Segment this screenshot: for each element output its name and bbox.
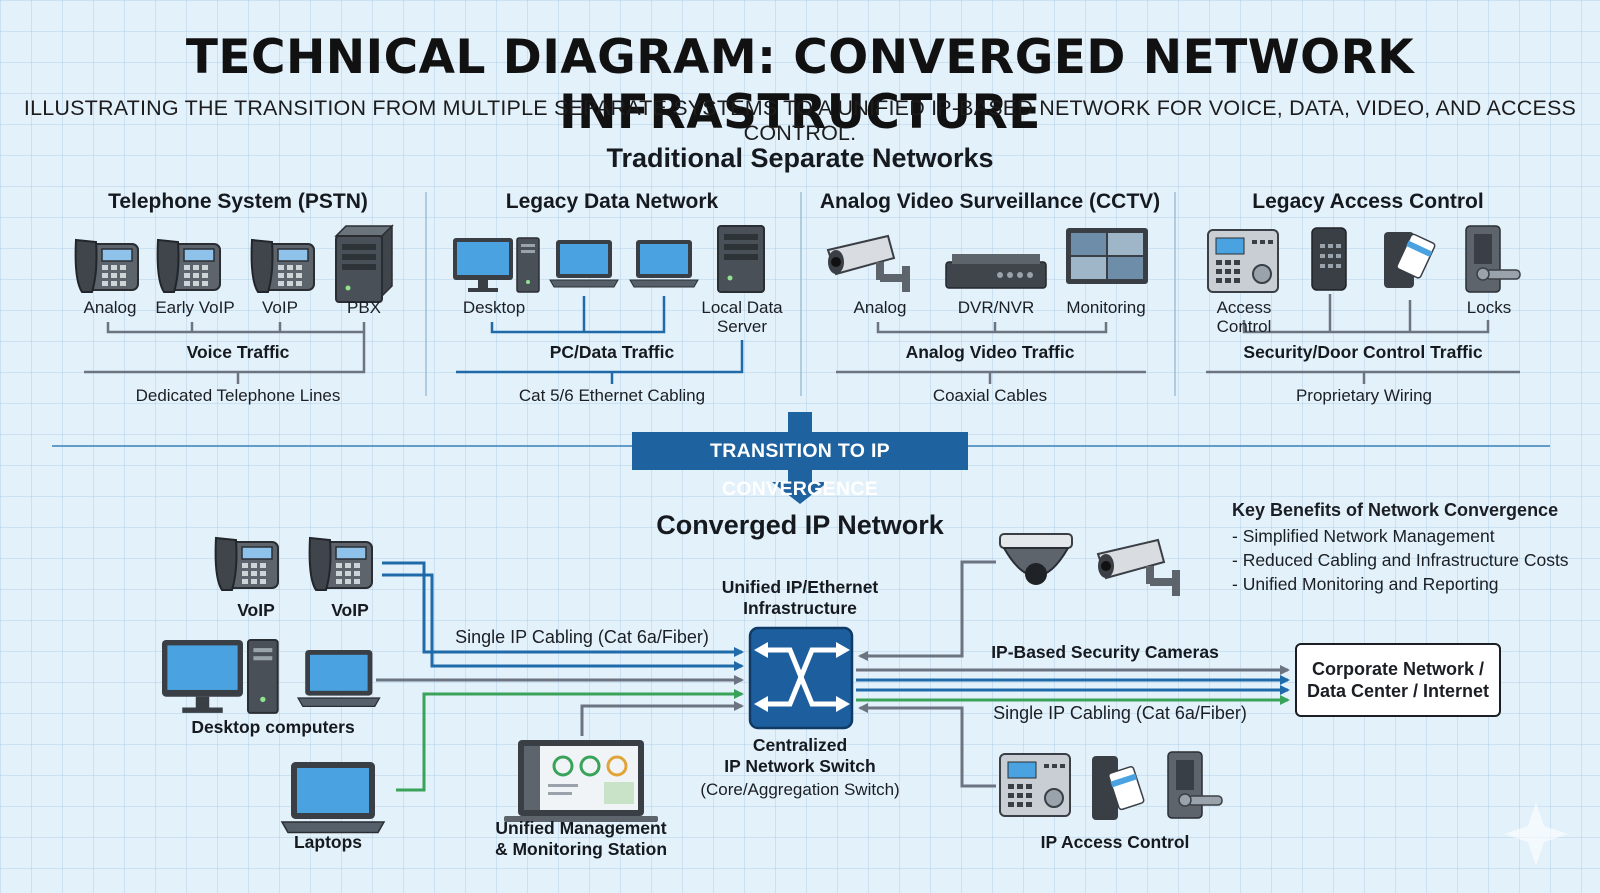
access-control-label: Access Control (1216, 298, 1272, 336)
diagram-title: TECHNICAL DIAGRAM: CONVERGED NETWORK INF… (185, 30, 1415, 140)
laptop-icon (281, 761, 385, 834)
laptop-icon (549, 239, 619, 288)
access-control-keypad-icon (1207, 229, 1279, 293)
cctv-monitoring-label: Monitoring (1066, 298, 1146, 317)
ethernet-cabling-label: Cat 5/6 Ethernet Cabling (518, 386, 706, 405)
desktop-computers-label: Desktop computers (191, 717, 355, 737)
switch-sub-label: (Core/Aggregation Switch) (700, 780, 900, 799)
data-desktop-label: Desktop (462, 298, 526, 317)
infrastructure-label-1: Unified IP/Ethernet (721, 577, 879, 597)
voip-phone-icon (250, 239, 315, 293)
transition-arrow-icon (772, 412, 828, 504)
pstn-title: Telephone System (PSTN) (108, 190, 368, 213)
door-lock-icon (1465, 225, 1521, 293)
benefits-heading: Key Benefits of Network Convergence (1232, 500, 1559, 520)
bullet-camera-icon (1097, 539, 1181, 597)
transition-banner: TRANSITION TO IP CONVERGENCE (632, 432, 968, 500)
voip-phone-icon (308, 537, 373, 591)
benefit-item: - Simplified Network Management (1232, 526, 1495, 546)
pc-data-traffic-label: PC/Data Traffic (549, 342, 675, 362)
ip-access-control-label: IP Access Control (1040, 832, 1190, 852)
sparkle-icon (1504, 802, 1568, 866)
ip-keypad-icon (999, 753, 1071, 817)
traditional-heading: Traditional Separate Networks (606, 143, 994, 173)
corporate-network-line-2: Data Center / Internet (1306, 681, 1490, 701)
monitoring-station-icon (504, 740, 658, 822)
pstn-analog-label: Analog (83, 298, 137, 317)
rfid-reader-icon (1384, 232, 1437, 288)
local-server-icon (717, 225, 765, 293)
corporate-network-line-1: Corporate Network / (1311, 659, 1485, 679)
voip-phone-icon (214, 537, 279, 591)
benefit-item: - Unified Monitoring and Reporting (1232, 574, 1499, 594)
laptop-icon (629, 239, 699, 288)
converged-heading: Converged IP Network (656, 510, 944, 540)
dvr-icon (945, 254, 1047, 289)
management-station-label-1: Unified Management (495, 818, 667, 838)
switch-label-1: Centralized (752, 735, 848, 755)
legacy-data-title: Legacy Data Network (505, 190, 719, 213)
pbx-icon (334, 224, 394, 303)
cctv-title: Analog Video Surveillance (CCTV) (819, 190, 1161, 213)
pstn-pbx-label: PBX (346, 298, 382, 317)
voip-label-2: VoIP (331, 600, 369, 620)
voip-label-1: VoIP (237, 600, 275, 620)
corporate-network-box: Corporate Network / Data Center / Intern… (1295, 643, 1501, 717)
access-title: Legacy Access Control (1252, 190, 1484, 213)
management-station-label-2: & Monitoring Station (494, 839, 668, 859)
analog-phone-icon (74, 239, 139, 293)
desktop-icon (453, 237, 540, 293)
pstn-voip-label: VoIP (262, 298, 298, 317)
locks-label: Locks (1466, 298, 1512, 317)
coaxial-cables-label: Coaxial Cables (932, 386, 1048, 405)
voice-traffic-label: Voice Traffic (186, 342, 290, 362)
laptop-icon (297, 649, 381, 708)
cctv-dvr-label: DVR/NVR (957, 298, 1035, 317)
cctv-analog-label: Analog (853, 298, 907, 317)
proprietary-wiring-label: Proprietary Wiring (1295, 386, 1433, 405)
ip-card-reader-icon (1092, 756, 1146, 820)
switch-label-2: IP Network Switch (724, 756, 876, 776)
ip-security-cameras-label: IP-Based Security Cameras (991, 642, 1219, 662)
single-ip-cabling-right-label: Single IP Cabling (Cat 6a/Fiber) (993, 703, 1247, 723)
dome-camera-icon (999, 533, 1073, 585)
benefit-item: - Reduced Cabling and Infrastructure Cos… (1232, 550, 1569, 570)
ip-door-lock-icon (1167, 751, 1223, 819)
infrastructure-label-2: Infrastructure (743, 598, 857, 618)
network-switch-icon (748, 626, 854, 730)
early-voip-phone-icon (156, 239, 221, 293)
pstn-early-voip-label: Early VoIP (155, 298, 235, 317)
card-reader-icon (1311, 227, 1347, 291)
single-ip-cabling-left-label: Single IP Cabling (Cat 6a/Fiber) (455, 627, 709, 647)
laptops-label: Laptops (293, 832, 363, 852)
telephone-lines-label: Dedicated Telephone Lines (135, 386, 341, 405)
desktop-computer-icon (162, 638, 279, 714)
door-control-traffic-label: Security/Door Control Traffic (1243, 342, 1483, 362)
diagram-subtitle: ILLUSTRATING THE TRANSITION FROM MULTIPL… (23, 96, 1577, 145)
analog-video-traffic-label: Analog Video Traffic (905, 342, 1075, 362)
data-server-label: Local Data Server (701, 298, 783, 336)
benefits-panel: Key Benefits of Network Convergence - Si… (1232, 500, 1592, 596)
analog-camera-icon (827, 235, 911, 293)
monitoring-screen-icon (1066, 228, 1148, 284)
